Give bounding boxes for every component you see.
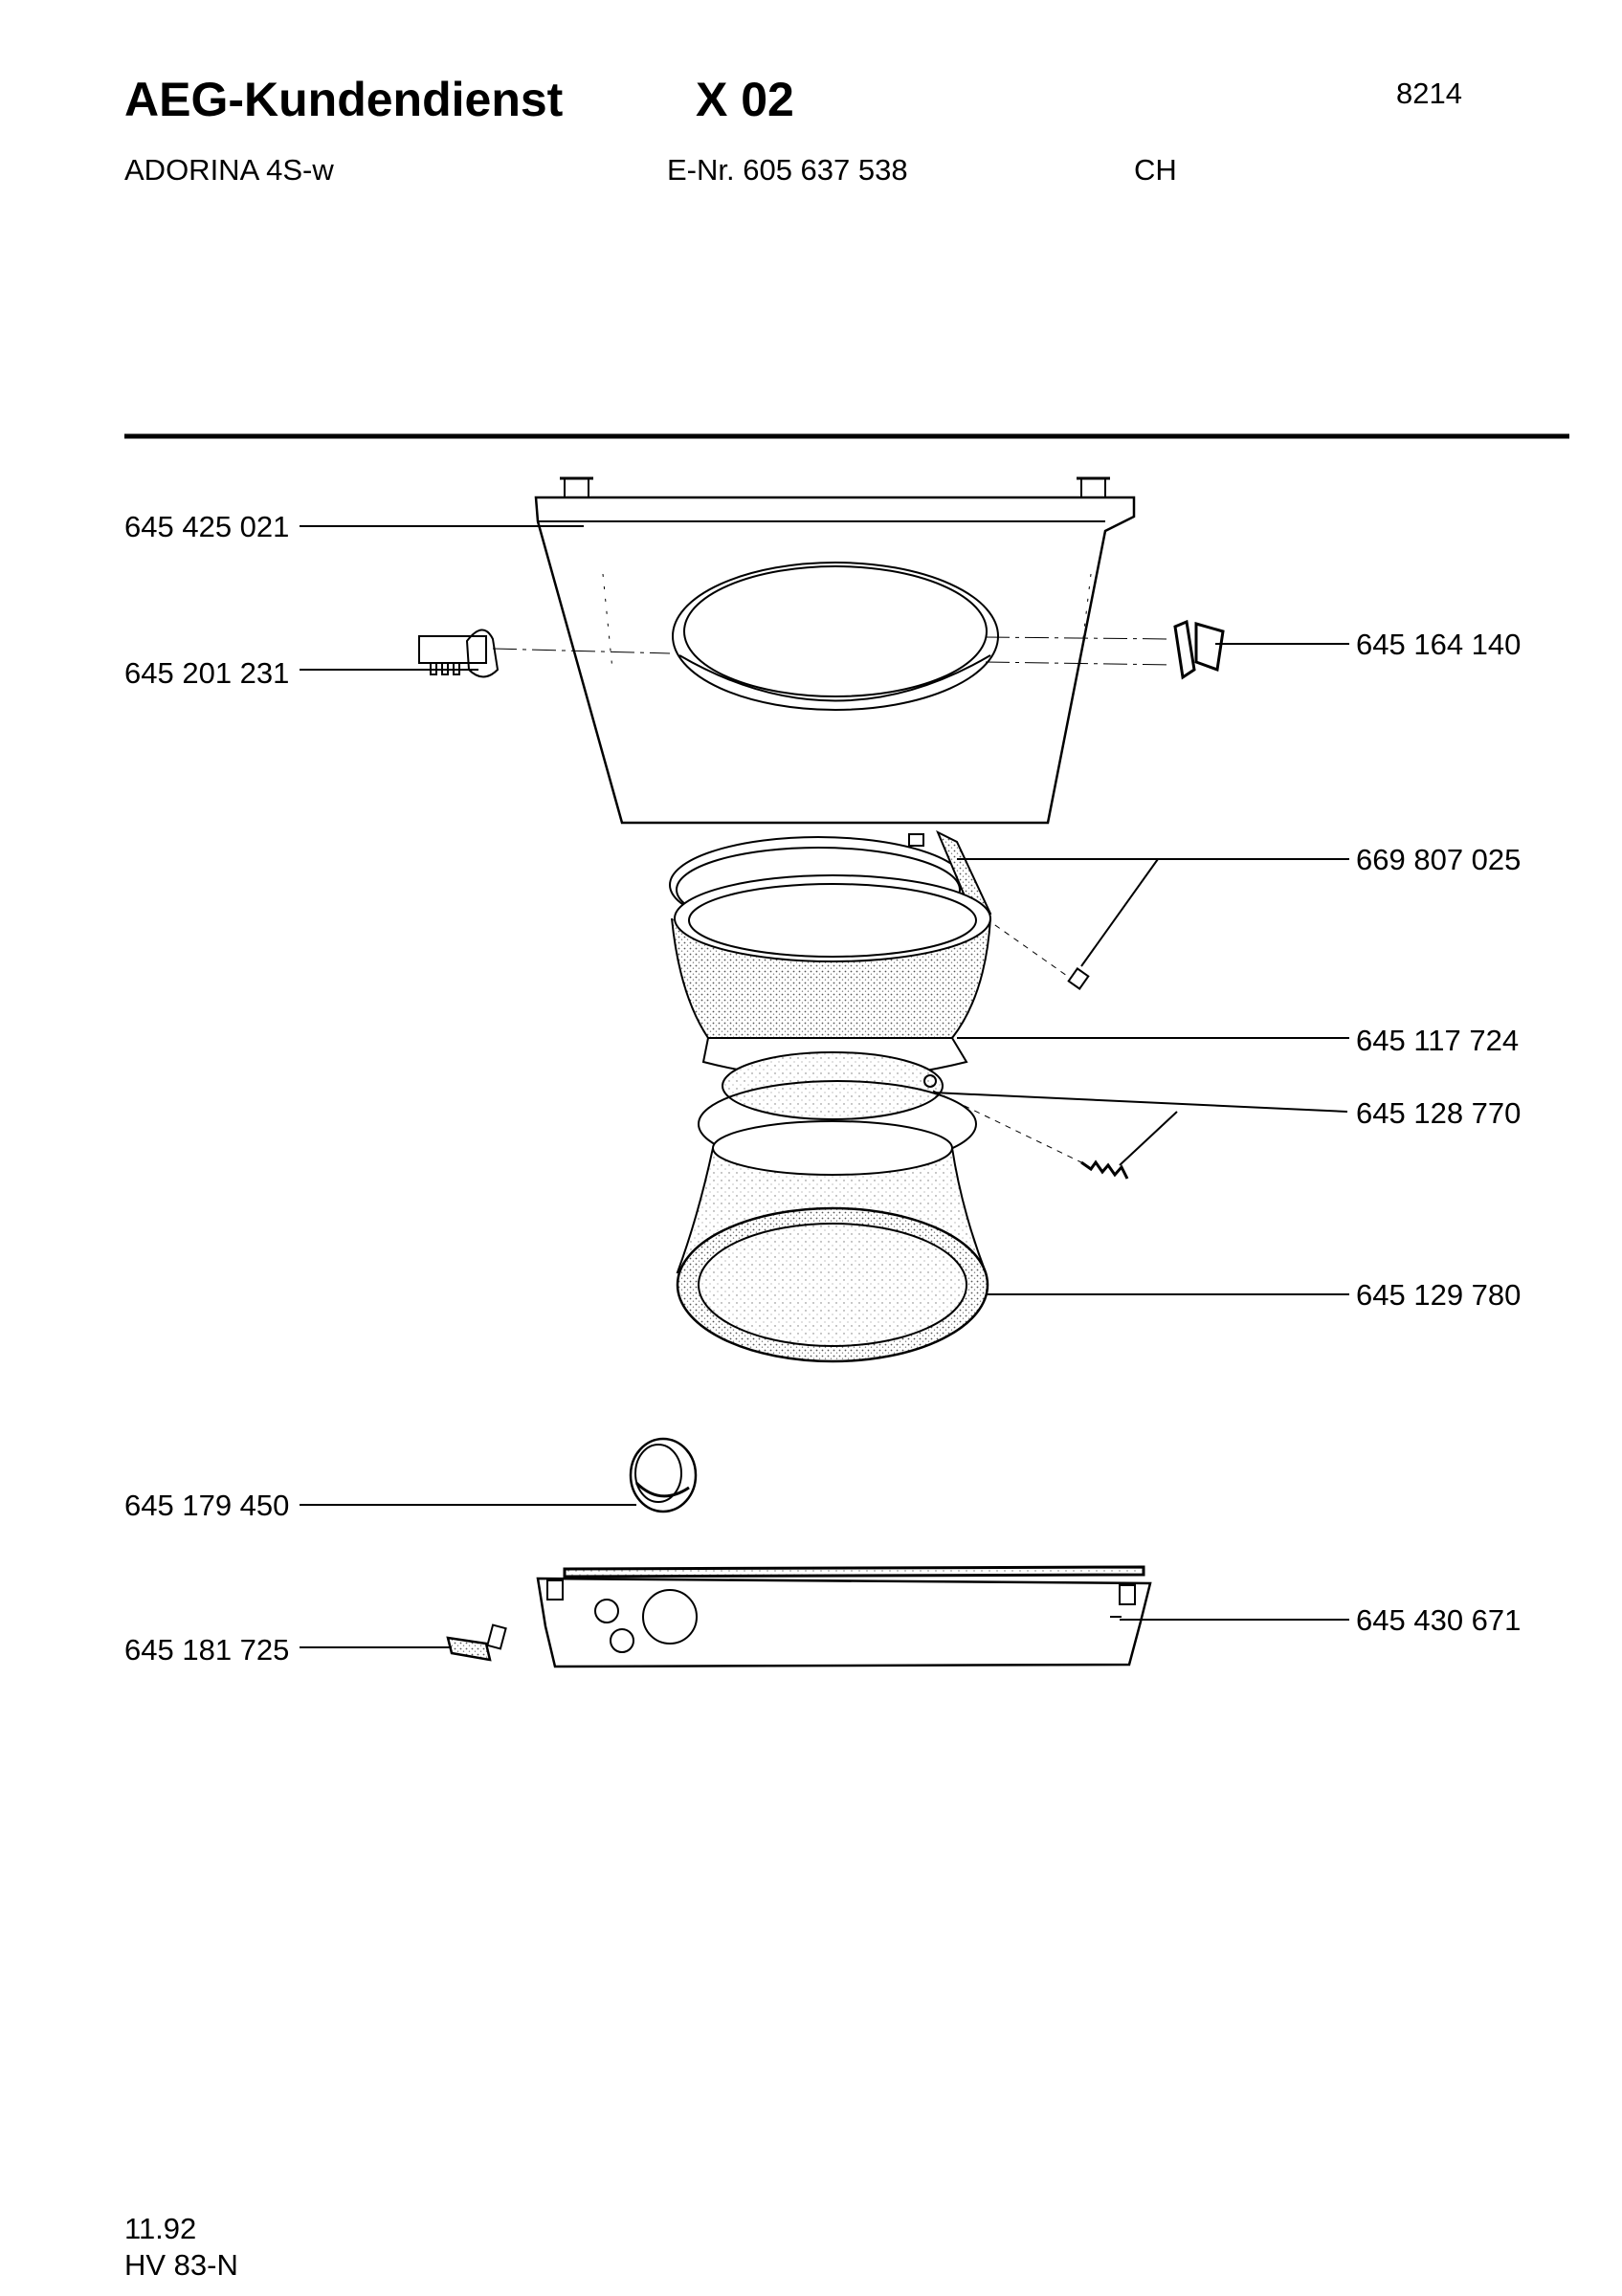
small-cup-part xyxy=(629,1437,698,1513)
leader-lines xyxy=(300,525,1349,1648)
part-label: 669 807 025 xyxy=(1356,843,1522,876)
knob-screw-part xyxy=(446,1623,507,1662)
door-glass-part xyxy=(676,1120,989,1363)
part-label: 645 179 450 xyxy=(124,1489,290,1522)
country-code: CH xyxy=(1134,153,1177,187)
hinge-part xyxy=(985,619,1225,680)
brand-title: AEG-Kundendienst xyxy=(124,73,564,126)
part-label: 645 128 770 xyxy=(1356,1096,1522,1130)
model-name: ADORINA 4S-w xyxy=(124,153,334,187)
plinth-panel-part xyxy=(536,1565,1152,1668)
part-label: 645 164 140 xyxy=(1356,628,1522,661)
part-label: 645 181 725 xyxy=(124,1633,290,1667)
part-label: 645 425 021 xyxy=(124,510,290,543)
footer-date: 11.92 xyxy=(124,2212,197,2245)
front-panel xyxy=(534,476,1136,825)
part-label: 645 430 671 xyxy=(1356,1603,1522,1637)
part-label: 645 201 231 xyxy=(124,656,290,690)
footer-code: HV 83-N xyxy=(124,2248,238,2282)
spring-ring-part xyxy=(698,1051,1129,1180)
e-number: E-Nr. 605 637 538 xyxy=(667,153,908,187)
door-gasket-part xyxy=(671,874,991,1080)
page-number: 8214 xyxy=(1396,77,1462,110)
section-code: X 02 xyxy=(696,73,794,126)
part-label: 645 129 780 xyxy=(1356,1278,1522,1312)
part-label: 645 117 724 xyxy=(1356,1024,1520,1057)
